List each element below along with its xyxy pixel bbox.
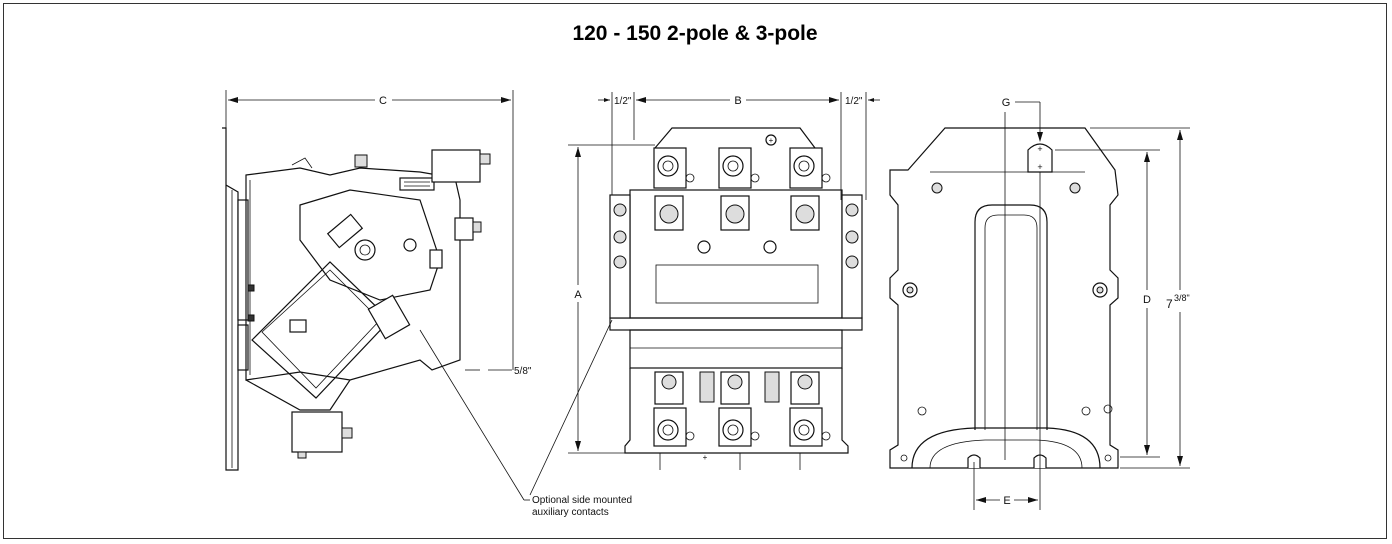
coil-housing: [299, 189, 441, 301]
center-channel-inner: [984, 214, 1038, 430]
dim-half-left-label: 1/2": [614, 96, 632, 107]
bottom-terminals: [653, 407, 831, 447]
pivot-pin: [403, 238, 417, 252]
mid-band: [609, 317, 863, 331]
dim-b-label: B: [734, 95, 741, 107]
top-clip: [354, 154, 368, 168]
top-terminal-screw: [479, 153, 491, 165]
dim-c-label: C: [379, 95, 387, 107]
dim-g-label: G: [1002, 97, 1011, 109]
plate-flange-lower: [237, 324, 249, 371]
lower-body: [629, 329, 843, 369]
mounting-plate: [222, 127, 239, 471]
svg-text:+: +: [1037, 162, 1042, 172]
bottom-lugs: [654, 371, 820, 405]
dim-c-arrow-left: [228, 97, 238, 103]
dim-e-label: E: [1003, 495, 1010, 507]
dim-a-label: A: [574, 289, 582, 301]
top-arch: [654, 127, 816, 149]
front-view: B 1/2" 1/2" A +: [529, 92, 880, 496]
bottom-terminal-block: [291, 411, 343, 453]
callout-line1: Optional side mounted: [532, 495, 632, 506]
lower-housing: [245, 379, 351, 411]
diagonal-bracket-inner: [261, 269, 381, 389]
side-view: C: [222, 90, 532, 471]
keyhole-slot: [1027, 143, 1053, 173]
svg-text:+: +: [703, 453, 708, 462]
plate-flange-upper: [237, 199, 249, 321]
callout-line2: auxiliary contacts: [532, 507, 609, 518]
callout-leader-side: [419, 329, 525, 501]
dim-d-label: D: [1143, 294, 1151, 306]
top-lugs: [654, 195, 820, 231]
housing-outline: [245, 167, 461, 381]
rear-view: G + +: [889, 97, 1190, 510]
rear-plate-outline: [889, 127, 1119, 469]
center-window: [655, 264, 819, 304]
mount-screw-left: [697, 240, 711, 254]
dim-half-right-label: 1/2": [845, 96, 863, 107]
diagonal-bracket: [251, 261, 391, 399]
drawing-frame: 120 - 150 2-pole & 3-pole: [3, 3, 1387, 539]
channel-base-outer: [911, 427, 1101, 469]
bottom-terminal-screw: [341, 427, 353, 439]
armature-block: [326, 213, 364, 249]
callout-leader-front: [529, 319, 613, 496]
aux-contacts-callout: Optional side mounted auxiliary contacts: [419, 329, 632, 518]
center-channel-outer: [974, 204, 1048, 430]
label-plate: [399, 177, 435, 191]
base-plate: [624, 368, 849, 454]
top-terminals: [653, 147, 831, 189]
dim-c-arrow-right: [501, 97, 511, 103]
coil-nut: [354, 239, 376, 261]
aux-contact-side: [367, 294, 411, 340]
coil-nut-inner: [359, 244, 371, 256]
mount-screw-right: [763, 240, 777, 254]
svg-text:+: +: [1037, 144, 1042, 154]
drawing-title: 120 - 150 2-pole & 3-pole: [572, 22, 818, 45]
dim-seven-frac-label: 3/8": [1174, 293, 1190, 303]
dim-five-eighths-label: 5/8": [514, 366, 532, 377]
dim-seven-label: 7: [1166, 297, 1173, 311]
side-terminal: [454, 217, 474, 241]
svg-text:+: +: [769, 136, 774, 145]
channel-base-inner: [929, 439, 1083, 469]
top-terminal-block: [431, 149, 481, 183]
